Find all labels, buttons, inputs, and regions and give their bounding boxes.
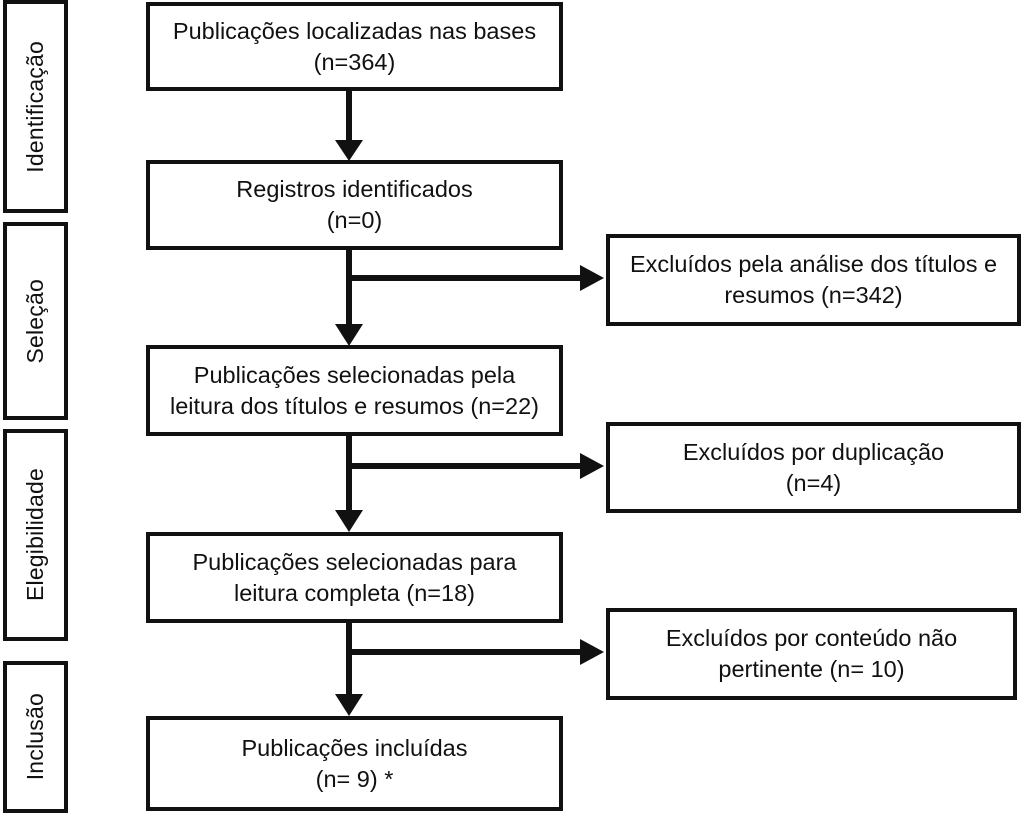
excluded-node-text: Excluídos por conteúdo não pertinente (n… xyxy=(666,623,957,684)
flow-node-text: Publicações selecionadas pela leitura do… xyxy=(170,360,539,421)
stage-label-selecao: Seleção xyxy=(3,222,68,420)
excluded-node-line2: pertinente (n= 10) xyxy=(718,656,905,682)
flow-node-publicacoes-localizadas: Publicações localizadas nas bases (n=364… xyxy=(146,2,563,91)
flow-node-selecionadas-leitura-completa: Publicações selecionadas para leitura co… xyxy=(146,532,563,623)
flow-node-text: Registros identificados (n=0) xyxy=(236,174,472,235)
excluded-node-text: Excluídos pela análise dos títulos e res… xyxy=(630,249,997,310)
flow-node-line2: leitura completa (n=18) xyxy=(233,579,475,606)
excluded-node-line1: Excluídos por conteúdo não xyxy=(665,625,958,652)
flow-node-text: Publicações incluídas (n= 9) * xyxy=(242,733,468,794)
connector-node3-excluded2 xyxy=(349,453,604,479)
flow-node-line1: Publicações incluídas xyxy=(241,734,468,761)
flow-node-registros-identificados: Registros identificados (n=0) xyxy=(146,160,563,250)
stage-label-identificacao: Identificação xyxy=(3,0,68,213)
connector-node4-excluded3 xyxy=(349,639,604,665)
connector-node2-node3 xyxy=(335,250,363,346)
excluded-node-line2: (n=4) xyxy=(785,469,842,496)
connector-node4-node5 xyxy=(335,622,363,716)
stage-label-elegibilidade: Elegibilidade xyxy=(3,429,68,641)
flow-node-line1: Publicações localizadas nas bases xyxy=(172,17,537,44)
stage-label-text: Identificação xyxy=(22,40,48,173)
connector-node3-node4 xyxy=(335,435,363,532)
flow-node-line1: Publicações selecionadas pela xyxy=(193,361,516,388)
stage-label-inclusao: Inclusão xyxy=(3,661,68,813)
excluded-node-duplicacao: Excluídos por duplicação (n=4) xyxy=(606,422,1021,513)
flow-node-line2: leitura dos títulos e resumos (n=22) xyxy=(169,392,539,419)
connector-node2-excluded1 xyxy=(349,265,604,291)
flow-node-selecionadas-titulos-resumos: Publicações selecionadas pela leitura do… xyxy=(146,345,563,436)
excluded-node-analise-titulos-resumos: Excluídos pela análise dos títulos e res… xyxy=(606,234,1021,326)
flow-node-line1: Registros identificados xyxy=(236,176,473,203)
flow-node-text: Publicações selecionadas para leitura co… xyxy=(193,547,517,608)
excluded-node-line2: resumos (n=342) xyxy=(724,282,903,308)
excluded-node-conteudo-nao-pertinente: Excluídos por conteúdo não pertinente (n… xyxy=(606,608,1017,700)
flow-node-line2: (n=364) xyxy=(313,48,396,75)
excluded-node-line1: Excluídos por duplicação xyxy=(682,438,945,465)
stage-label-text: Seleção xyxy=(22,278,48,364)
connector-node1-node2 xyxy=(335,90,363,161)
excluded-node-text: Excluídos por duplicação (n=4) xyxy=(683,437,944,498)
flow-node-line1: Publicações selecionadas para xyxy=(192,548,517,575)
flow-node-line2: (n=0) xyxy=(326,207,383,233)
stage-label-text: Elegibilidade xyxy=(22,468,48,602)
flow-node-line2: (n= 9) * xyxy=(315,765,394,792)
flow-node-publicacoes-incluidas: Publicações incluídas (n= 9) * xyxy=(146,716,563,811)
flow-node-text: Publicações localizadas nas bases (n=364… xyxy=(173,16,536,77)
stage-label-text: Inclusão xyxy=(22,693,48,781)
excluded-node-line1: Excluídos pela análise dos títulos e xyxy=(629,251,998,278)
